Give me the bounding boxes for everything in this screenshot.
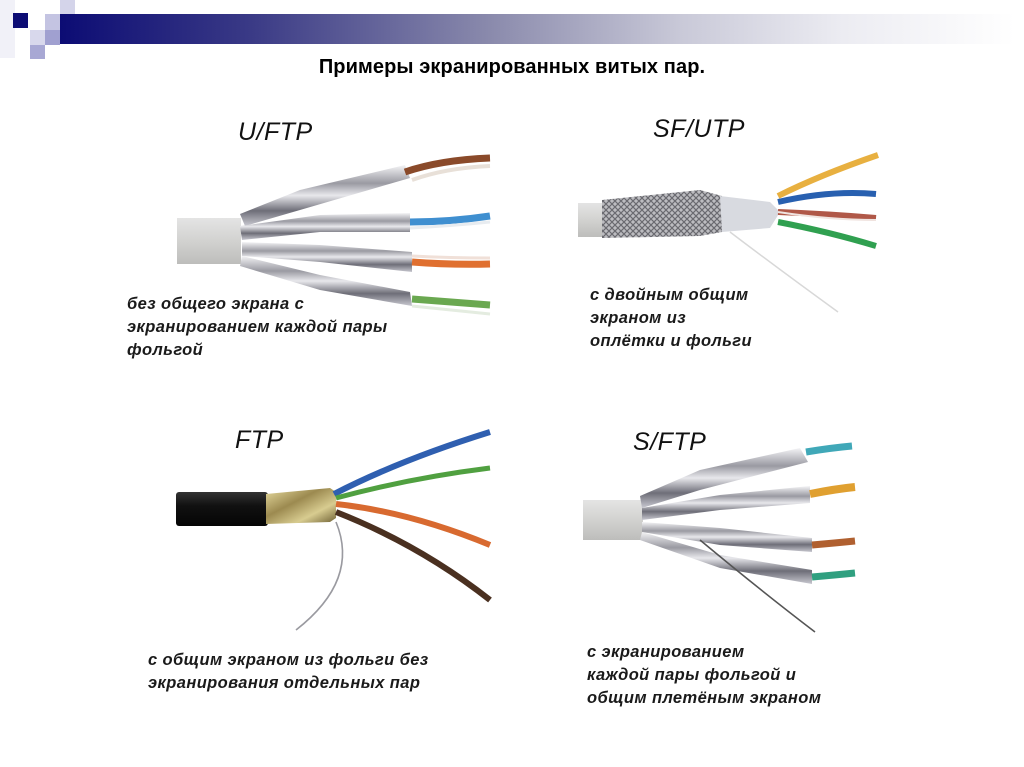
- description-line: с двойным общим: [590, 286, 749, 304]
- deco-square-pale-1: [0, 0, 15, 58]
- cable-u-ftp-drawing: [177, 154, 491, 316]
- deco-square-medium-2: [45, 30, 60, 45]
- cable-label-u-ftp: U/FTP: [238, 118, 313, 146]
- description-line: с экранированием: [587, 643, 745, 661]
- cable-label-s-ftp: S/FTP: [633, 428, 707, 456]
- cable-ftp-drawing: [176, 429, 492, 631]
- deco-square-pale-2: [60, 0, 75, 14]
- cable-description-u-ftp: без общего экрана с экранированием каждо…: [127, 293, 388, 362]
- cable-sf-utp-drawing: [578, 152, 879, 313]
- cable-label-sf-utp: SF/UTP: [653, 115, 745, 143]
- deco-square-medium-3: [30, 45, 45, 59]
- description-line: экранированием каждой пары: [127, 318, 388, 336]
- deco-square-navy: [13, 13, 28, 28]
- slide-title: Примеры экранированных витых пар.: [318, 56, 706, 78]
- description-line: с общим экраном из фольги без: [148, 651, 429, 669]
- cable-description-ftp: с общим экраном из фольги без экранирова…: [148, 649, 429, 695]
- deco-square-light: [30, 30, 45, 45]
- description-line: фольгой: [127, 341, 204, 359]
- description-line: экраном из: [590, 309, 687, 327]
- cable-description-sf-utp: с двойным общим экраном из оплётки и фол…: [590, 284, 752, 353]
- description-line: общим плетёным экраном: [587, 689, 822, 707]
- description-line: без общего экрана с: [127, 295, 305, 313]
- description-line: экранирования отдельных пар: [148, 674, 421, 692]
- cable-description-s-ftp: с экранированием каждой пары фольгой и о…: [587, 641, 821, 710]
- header-gradient-bar: [60, 14, 1015, 44]
- cable-label-ftp: FTP: [235, 426, 284, 454]
- description-line: оплётки и фольги: [590, 332, 752, 350]
- description-line: каждой пары фольгой и: [587, 666, 797, 684]
- cable-s-ftp-drawing: [583, 442, 856, 633]
- deco-square-lavender: [45, 14, 60, 30]
